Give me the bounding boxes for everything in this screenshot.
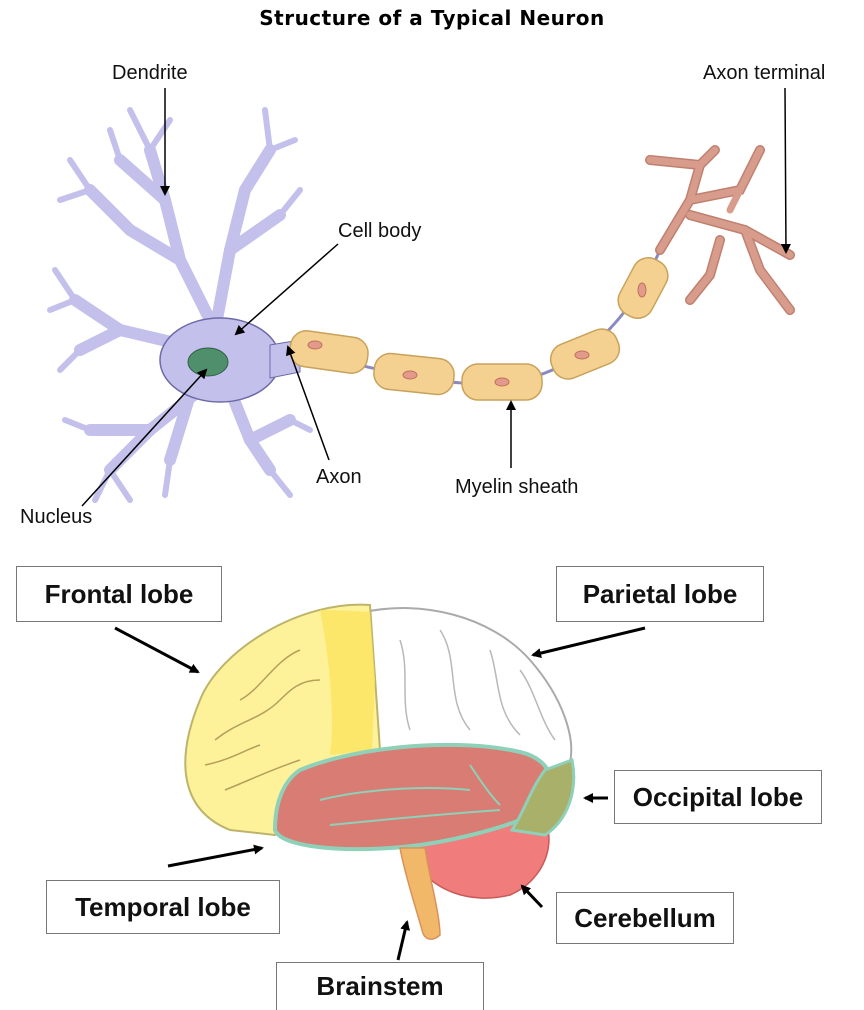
label-brainstem: Brainstem (276, 962, 484, 1010)
axon-terminal-shape (650, 150, 790, 310)
neuron-pointers (82, 88, 786, 506)
label-frontal-lobe: Frontal lobe (16, 566, 222, 622)
label-axon-terminal: Axon terminal (703, 62, 825, 85)
label-occipital-lobe: Occipital lobe (614, 770, 822, 824)
label-parietal-lobe: Parietal lobe (556, 566, 764, 622)
myelin-segments (288, 252, 674, 400)
label-axon: Axon (316, 466, 362, 489)
dendrites (50, 110, 310, 500)
nucleus-shape (188, 348, 228, 376)
label-nucleus: Nucleus (20, 506, 92, 529)
label-cell-body: Cell body (338, 220, 421, 243)
label-temporal-lobe: Temporal lobe (46, 880, 280, 934)
label-cerebellum: Cerebellum (556, 892, 734, 944)
label-myelin-sheath: Myelin sheath (455, 476, 578, 499)
neuron (50, 88, 790, 506)
label-dendrite: Dendrite (112, 62, 188, 85)
